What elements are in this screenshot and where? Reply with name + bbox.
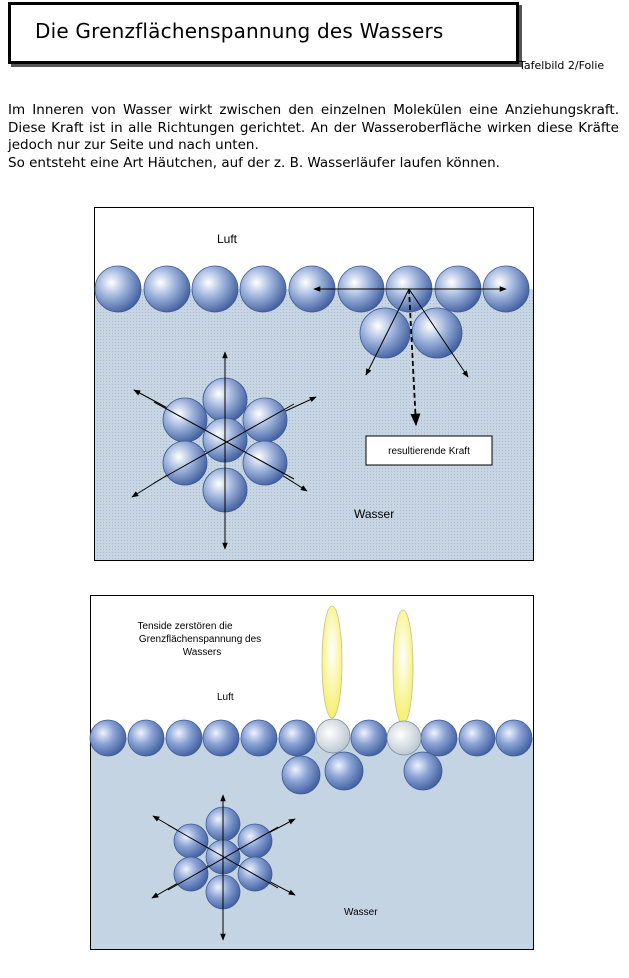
molecule: [458, 719, 496, 757]
molecule: [281, 755, 321, 795]
tenside-head: [315, 718, 351, 754]
molecule: [359, 307, 411, 359]
molecule: [237, 823, 273, 859]
molecule: [350, 719, 388, 757]
surface-molecules: [94, 265, 530, 359]
resulting-force-box: [365, 435, 493, 466]
tenside-tail: [392, 609, 414, 725]
intro-text: Im Inneren von Wasser wirkt zwischen den…: [8, 102, 619, 172]
tenside-caption-1: Tenside zerstören die: [137, 621, 232, 632]
air-label: Luft: [217, 692, 234, 703]
molecule: [191, 265, 239, 313]
molecule: [89, 719, 127, 757]
molecule: [165, 719, 203, 757]
molecule: [237, 856, 273, 892]
molecule: [420, 719, 458, 757]
molecule: [411, 307, 463, 359]
surface-force-arrows: [313, 286, 507, 427]
air-label: Luft: [217, 232, 238, 246]
molecule: [162, 397, 208, 443]
interior-force-lines: [153, 367, 295, 517]
interior-force-lines: [167, 803, 279, 913]
resulting-force-label: resultierende Kraft: [388, 446, 470, 457]
water-label: Wasser: [344, 907, 378, 918]
molecule: [173, 856, 209, 892]
tenside-caption-2: Grenzflächenspannung des: [139, 634, 261, 645]
slide-reference: Tafelbild 2/Folie: [519, 59, 605, 72]
molecule: [495, 719, 533, 757]
tenside-tail: [321, 605, 343, 719]
molecule: [278, 719, 316, 757]
molecule: [173, 823, 209, 859]
figure-tensides: Tenside zerstören die Grenzflächenspannu…: [89, 595, 534, 950]
interior-molecules: [162, 377, 288, 513]
molecule: [403, 751, 443, 791]
intro-paragraph: Im Inneren von Wasser wirkt zwischen den…: [8, 102, 619, 153]
molecule: [239, 265, 287, 313]
molecule: [240, 719, 278, 757]
molecule: [143, 265, 191, 313]
molecule: [94, 265, 142, 313]
molecule: [324, 751, 364, 791]
tenside-head: [386, 720, 422, 756]
water-area: [95, 289, 533, 560]
tenside-caption-3: Wassers: [183, 647, 222, 658]
water-label: Wasser: [354, 507, 394, 521]
title-box: Die Grenzflächenspannung des Wassers: [8, 2, 519, 64]
molecule: [202, 719, 240, 757]
figure-surface-tension: Luft Wasser resultierende Kraft: [94, 207, 534, 561]
molecule: [162, 440, 208, 486]
surface-molecules: [89, 719, 533, 795]
molecule: [127, 719, 165, 757]
intro-summary: So entsteht eine Art Häutchen, auf der z…: [8, 154, 500, 171]
page-title: Die Grenzflächenspannung des Wassers: [35, 19, 444, 43]
